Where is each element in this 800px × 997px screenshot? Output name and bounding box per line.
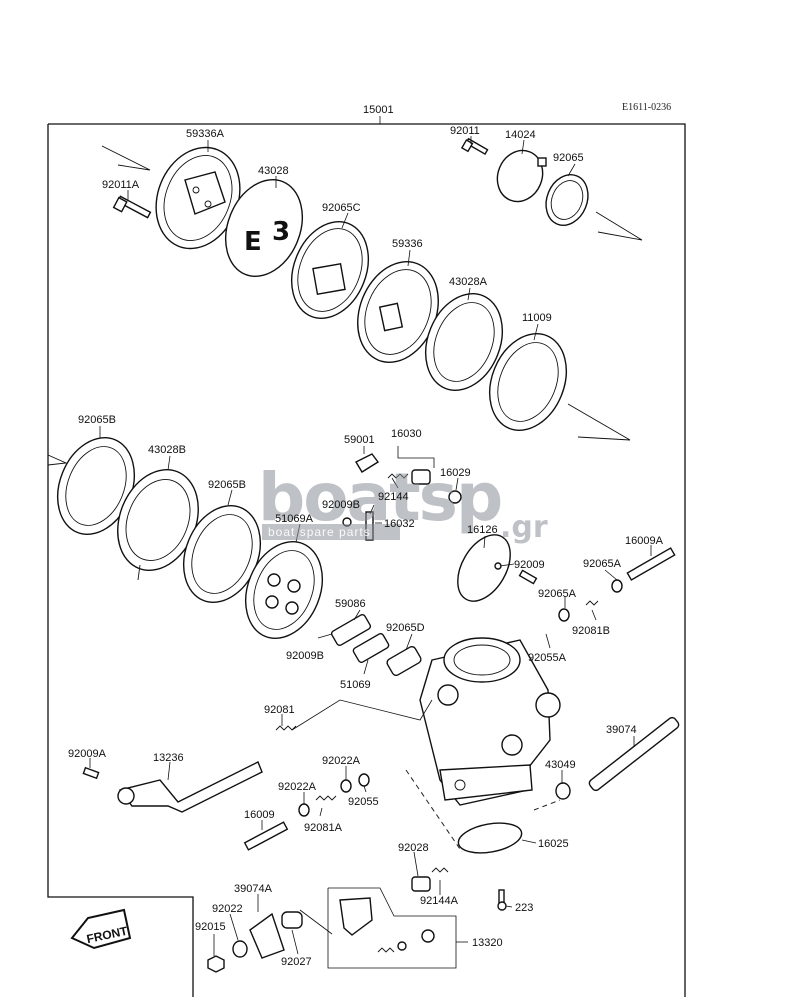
label-92009B-bottom: 92009B <box>286 650 324 662</box>
label-92022A-bottom: 92022A <box>278 781 317 793</box>
label-92009A: 92009A <box>68 748 107 760</box>
label-92065: 92065 <box>553 152 584 164</box>
label-92081: 92081 <box>264 704 295 716</box>
part-labels: 59336A 43028 92011A 92011 14024 92065 92… <box>68 125 664 968</box>
label-16029: 16029 <box>440 467 471 479</box>
throttle-lever-13236 <box>117 761 263 813</box>
gasket-92065D <box>386 645 422 677</box>
label-92065B-right: 92065B <box>208 479 246 491</box>
label-16025: 16025 <box>538 838 569 850</box>
label-11009: 11009 <box>522 312 552 324</box>
gasket-92065C <box>291 221 369 319</box>
gasket-11009 <box>489 333 567 431</box>
pump-cover-59336A <box>155 146 241 250</box>
carburetor-body <box>419 637 561 806</box>
label-92011A: 92011A <box>102 179 140 191</box>
diaphragm-43028B <box>117 469 199 581</box>
label-43028B: 43028B <box>148 444 186 456</box>
label-92022A-top: 92022A <box>322 755 361 767</box>
label-92028: 92028 <box>398 842 429 854</box>
label-39074: 39074 <box>606 724 637 736</box>
gasket-92065 <box>545 174 589 226</box>
leader-lines <box>89 136 652 969</box>
watermark-main: boatsp <box>258 459 501 536</box>
label-92081A: 92081A <box>304 822 343 834</box>
label-92022: 92022 <box>212 903 243 915</box>
label-92065A-left: 92065A <box>538 588 577 600</box>
label-92065B-left: 92065B <box>78 414 116 426</box>
label-13320: 13320 <box>472 937 503 949</box>
cap-14024 <box>496 149 547 203</box>
diaphragm-43028A <box>425 293 503 391</box>
small-hardware <box>82 547 676 973</box>
bolt-92011A <box>112 195 152 219</box>
label-13236: 13236 <box>153 752 184 764</box>
label-92055A: 92055A <box>528 652 567 664</box>
label-92009B-top: 92009B <box>322 499 360 511</box>
label-16126: 16126 <box>467 524 498 536</box>
explode-lines-top <box>47 145 643 466</box>
label-39074A: 39074A <box>234 883 273 895</box>
drawing-code: E1611-0236 <box>622 102 671 113</box>
label-92015: 92015 <box>195 921 226 933</box>
assembly-frame <box>47 116 686 997</box>
gasket-92065B-left <box>57 437 135 535</box>
label-51069A: 51069A <box>275 513 314 525</box>
label-14024: 14024 <box>505 129 536 141</box>
shaft-39074 <box>588 716 680 792</box>
bolt-92011 <box>460 137 489 156</box>
label-43028: 43028 <box>258 165 289 177</box>
label-16030: 16030 <box>391 428 422 440</box>
label-51069: 51069 <box>340 679 371 691</box>
label-16032: 16032 <box>384 518 415 530</box>
diaphragm-16126 <box>457 534 511 602</box>
label-223: 223 <box>515 902 533 914</box>
label-92081B: 92081B <box>572 625 610 637</box>
label-92144: 92144 <box>378 491 409 503</box>
svg-text:3: 3 <box>272 217 290 247</box>
plate-51069A <box>245 541 323 639</box>
assembly-number: 15001 <box>363 104 394 116</box>
label-16009: 16009 <box>244 809 275 821</box>
front-arrow: FRONT <box>70 908 132 950</box>
label-59336A: 59336A <box>186 128 225 140</box>
label-92065C: 92065C <box>322 202 361 214</box>
label-16009A: 16009A <box>625 535 664 547</box>
label-92011: 92011 <box>450 125 480 137</box>
label-92065D: 92065D <box>386 622 425 634</box>
label-59336: 59336 <box>392 238 423 250</box>
label-92027: 92027 <box>281 956 312 968</box>
label-92144A: 92144A <box>420 895 459 907</box>
plate-59086 <box>330 613 372 647</box>
watermark-suffix: .gr <box>500 510 548 545</box>
diaphragm-43028: E 3 <box>225 179 303 277</box>
watermark: boatsp .gr boat spare parts <box>258 459 548 545</box>
label-43049: 43049 <box>545 759 576 771</box>
label-92065A-right: 92065A <box>583 558 622 570</box>
label-92009: 92009 <box>514 559 545 571</box>
label-59086: 59086 <box>335 598 366 610</box>
label-92055: 92055 <box>348 796 379 808</box>
watermark-subtitle: boat spare parts <box>268 525 371 539</box>
label-59001: 59001 <box>344 434 375 446</box>
label-43028A: 43028A <box>449 276 488 288</box>
svg-text:E: E <box>244 227 262 257</box>
plate-51069 <box>352 632 390 664</box>
